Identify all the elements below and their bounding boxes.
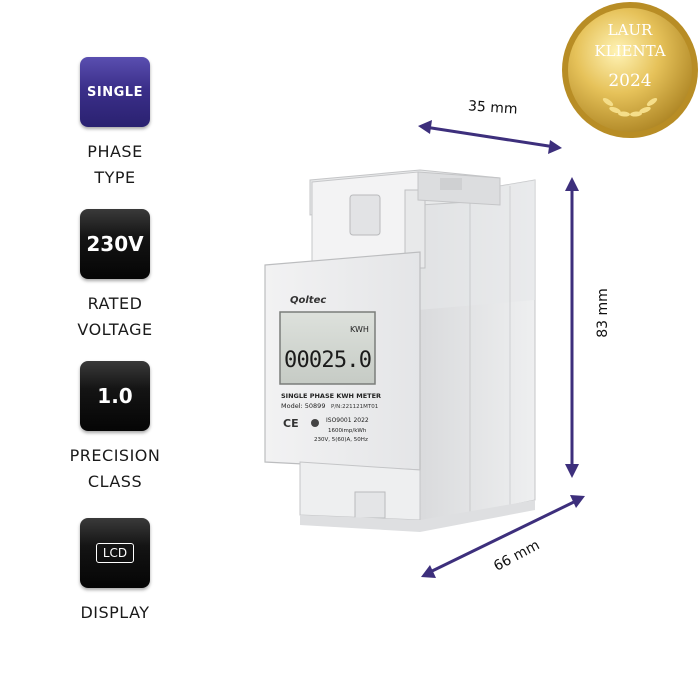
badge-face (568, 8, 692, 132)
phase-label-line2: TYPE (94, 168, 136, 187)
award-badge: LAUR KLIENTA 2024 (562, 2, 698, 138)
lcd-reading: 00025.0 (284, 348, 372, 373)
brand-logo: Qoltec (290, 295, 326, 306)
display-label: DISPLAY (60, 600, 170, 626)
spec-precision-class: 1.0 PRECISION CLASS (60, 361, 170, 495)
phase-label-line1: PHASE (87, 142, 143, 161)
height-arrowhead-top (565, 177, 579, 191)
precision-tile: 1.0 (80, 361, 150, 431)
meter-top-terminals (309, 169, 501, 279)
phase-tile-text: SINGLE (87, 84, 143, 100)
meter-rating: 230V, 5(60)A, 50Hz (314, 437, 368, 443)
height-dimension-label: 83 mm (594, 288, 611, 338)
meter-lcd: KWH 00025.0 (279, 311, 376, 385)
voltage-label-line1: RATED (87, 294, 143, 313)
voltage-label-line2: VOLTAGE (77, 320, 153, 339)
indicator-led (311, 419, 319, 427)
precision-label: PRECISION CLASS (60, 443, 170, 495)
height-arrowhead-bottom (565, 464, 579, 478)
dimension-arrows (418, 120, 585, 578)
meter-side-body (417, 179, 536, 526)
spec-display: LCD DISPLAY (60, 518, 170, 626)
meter-title: SINGLE PHASE KWH METER (281, 392, 381, 400)
width-arrowhead-left (418, 120, 432, 134)
display-tile: LCD (80, 518, 150, 588)
badge-line1: LAUR (608, 21, 653, 39)
meter-imp: 1600imp/kWh (328, 428, 367, 434)
badge-year: 2024 (608, 71, 651, 91)
depth-arrowhead-left (421, 565, 436, 578)
meter-iso: ISO9001 2022 (326, 417, 369, 424)
lcd-unit: KWH (350, 325, 369, 334)
phase-label: PHASE TYPE (60, 139, 170, 191)
voltage-tile-text: 230V (86, 232, 144, 256)
meter-pn: P/N:221121MT01 (331, 404, 378, 410)
precision-tile-text: 1.0 (97, 384, 133, 408)
display-label-line1: DISPLAY (80, 603, 150, 622)
width-arrowhead-right (548, 140, 562, 154)
depth-arrowhead-right (570, 495, 585, 508)
voltage-label: RATED VOLTAGE (60, 291, 170, 343)
depth-arrow (427, 498, 579, 575)
lcd-icon: LCD (95, 543, 135, 563)
ce-mark: CE (283, 417, 299, 430)
badge-line2: KLIENTA (594, 42, 665, 60)
width-arrow (424, 125, 556, 149)
laurel-icon (602, 97, 658, 117)
voltage-tile: 230V (80, 209, 150, 279)
precision-label-line1: PRECISION (69, 446, 161, 465)
meter-model: Model: 50899 (281, 402, 325, 410)
width-dimension-label: 35 mm (467, 98, 519, 118)
spec-phase-type: SINGLE PHASE TYPE (60, 57, 170, 191)
phase-tile: SINGLE (80, 57, 150, 127)
spec-rated-voltage: 230V RATED VOLTAGE (60, 209, 170, 343)
precision-label-line2: CLASS (87, 472, 143, 491)
